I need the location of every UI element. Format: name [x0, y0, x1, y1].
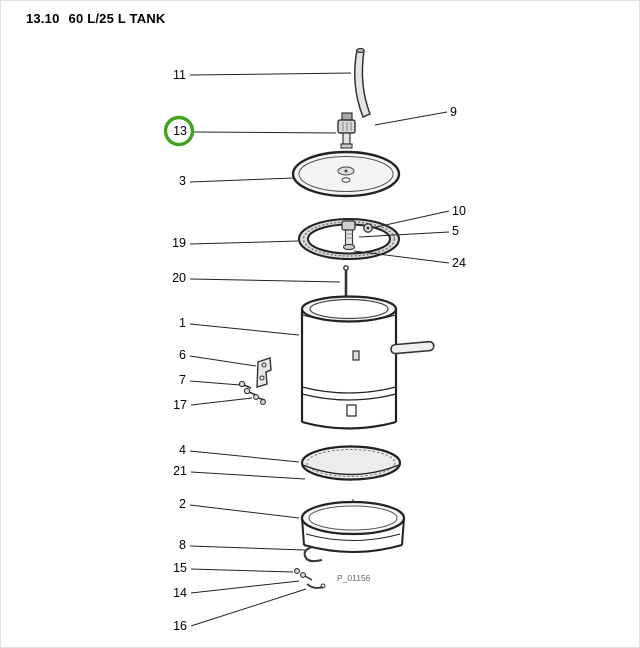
part-label-5: 5: [358, 224, 459, 238]
svg-text:4: 4: [179, 443, 186, 457]
part-label-3: 3: [179, 174, 295, 188]
tank-plate: [346, 404, 357, 417]
svg-text:7: 7: [179, 373, 186, 387]
valve-fitting: [337, 112, 356, 149]
svg-text:15: 15: [173, 561, 187, 575]
part-label-6: 6: [179, 348, 257, 367]
part-label-14: 14: [173, 580, 300, 600]
highlight-circle: [163, 115, 195, 147]
svg-text:5: 5: [452, 224, 459, 238]
part-label-17: 17: [173, 397, 253, 412]
hose-tube: [354, 47, 371, 118]
svg-text:21: 21: [173, 464, 187, 478]
part-label-9: 9: [374, 105, 457, 126]
section-number: 13.10: [26, 11, 60, 26]
svg-text:24: 24: [452, 256, 466, 270]
svg-text:10: 10: [452, 204, 466, 218]
drip-pan: [300, 499, 406, 553]
part-label-24: 24: [353, 250, 466, 270]
svg-text:9: 9: [450, 105, 457, 119]
part-label-13: 13: [163, 115, 337, 147]
part-label-11: 11: [173, 68, 352, 82]
part-label-10: 10: [371, 204, 466, 229]
small-fasteners: [294, 568, 326, 589]
gasket-ring: [298, 218, 401, 260]
part-label-8: 8: [179, 538, 306, 552]
dip-rod: [343, 265, 349, 298]
part-label-21: 21: [173, 464, 306, 480]
tank-lid: [291, 150, 401, 198]
part-label-7: 7: [179, 373, 241, 387]
drawing-code: P_01156: [337, 573, 371, 583]
svg-text:2: 2: [179, 497, 186, 511]
mounting-bracket: [256, 357, 272, 388]
page-title: 13.10 60 L/25 L TANK: [26, 11, 166, 26]
screws-17: [253, 394, 266, 405]
tank-handle: [390, 340, 435, 355]
svg-text:13: 13: [173, 124, 187, 138]
svg-text:14: 14: [173, 586, 187, 600]
svg-text:6: 6: [179, 348, 186, 362]
latch-handle: [303, 546, 323, 563]
svg-text:8: 8: [179, 538, 186, 552]
wing-nut: [363, 223, 373, 233]
svg-text:19: 19: [172, 236, 186, 250]
part-label-19: 19: [172, 236, 299, 250]
svg-text:17: 17: [173, 398, 187, 412]
tank-body: [300, 295, 435, 430]
svg-text:16: 16: [173, 619, 187, 633]
part-label-1: 1: [179, 316, 300, 336]
svg-text:1: 1: [179, 316, 186, 330]
part-label-16: 16: [173, 588, 307, 633]
part-label-20: 20: [172, 271, 341, 285]
section-name: 60 L/25 L TANK: [68, 11, 166, 26]
relief-valve: [341, 220, 356, 251]
follower-plate: [300, 445, 402, 481]
part-label-2: 2: [179, 497, 300, 519]
svg-text:11: 11: [173, 68, 186, 82]
svg-text:3: 3: [179, 174, 186, 188]
part-label-15: 15: [173, 561, 294, 575]
part-label-4: 4: [179, 443, 300, 463]
svg-text:20: 20: [172, 271, 186, 285]
screws-7: [238, 380, 257, 396]
